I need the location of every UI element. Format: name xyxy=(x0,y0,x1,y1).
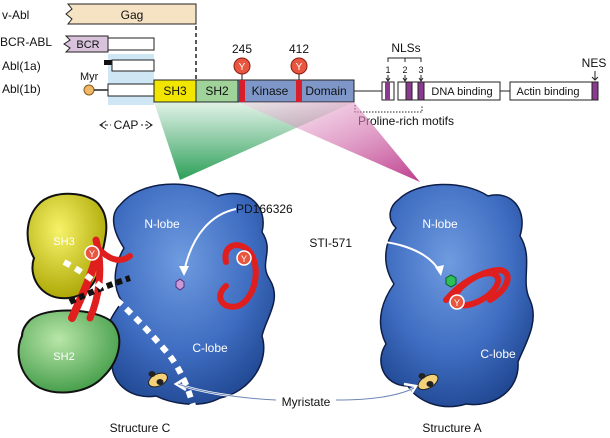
y245-badge xyxy=(233,57,251,75)
loop-y-badge-a xyxy=(449,294,465,310)
loop-y-badge-c xyxy=(236,250,252,266)
myristate-arrow-a-outline xyxy=(335,387,415,401)
cap-label-bg xyxy=(111,117,141,132)
nls-2-number: 2 xyxy=(402,65,407,75)
c-block-3 xyxy=(411,81,419,101)
sh3-domain-label: SH3 xyxy=(53,236,74,248)
myr-label: Myr xyxy=(80,71,99,83)
y412-number: 412 xyxy=(289,42,309,56)
gag-segment xyxy=(65,3,197,25)
row-label-abl-1b: Abl(1b) xyxy=(2,82,41,96)
y245-marker xyxy=(239,80,245,102)
abl-1b-n-segment xyxy=(107,83,155,97)
nes-arrow xyxy=(591,71,599,81)
bcr-label: BCR xyxy=(76,39,99,51)
y245-number: 245 xyxy=(232,42,252,56)
y412-badge xyxy=(290,57,308,75)
proline-bracket xyxy=(354,105,423,113)
y245-badge-label: Y xyxy=(239,62,246,73)
white-dashed-connector xyxy=(62,259,197,411)
linker-y-label: Y xyxy=(89,249,95,259)
bcr-abl-tail xyxy=(107,37,155,51)
nls-2-arrow xyxy=(402,75,408,82)
sh3-segment-label: SH3 xyxy=(163,84,187,98)
nls-2-segment xyxy=(405,81,413,101)
myristate-arrow-c-outline xyxy=(177,383,277,401)
pink-projection xyxy=(238,102,420,182)
y412-marker xyxy=(296,80,302,102)
nls-1-arrow xyxy=(385,75,391,82)
nls-1-segment xyxy=(385,82,390,100)
c-block-2 xyxy=(397,81,407,101)
myristate-label: Myristate xyxy=(282,395,331,409)
pd166326-label: PD166326 xyxy=(236,202,293,216)
myristate-arrowhead-a xyxy=(403,382,419,397)
sti571-ligand xyxy=(445,274,457,288)
linker-to-kinase xyxy=(97,247,133,263)
cap-label: CAP xyxy=(114,118,139,132)
nlss-label: NLSs xyxy=(391,41,420,55)
loop-y-label-c: Y xyxy=(241,254,247,264)
sh3-domain xyxy=(26,192,108,300)
gag-label: Gag xyxy=(121,8,144,22)
abl-1a-exon xyxy=(104,60,112,65)
loop-y-label-a: Y xyxy=(454,298,460,308)
cap-arrow-right xyxy=(145,120,153,130)
nls-1-number: 1 xyxy=(385,65,390,75)
kinase-lobe-c xyxy=(104,183,276,405)
pd-arrow-head xyxy=(179,266,189,276)
sh2-domain xyxy=(17,309,121,394)
pd166326-ligand xyxy=(175,278,185,291)
myristoyl-dot xyxy=(83,84,95,96)
y412-badge-label: Y xyxy=(296,62,303,73)
row-label-v-abl: v-Abl xyxy=(2,8,29,22)
domain-label: Domain xyxy=(305,84,346,98)
n-lobe-label-c: N-lobe xyxy=(144,217,180,231)
c-lobe-label-c: C-lobe xyxy=(192,341,228,355)
pd-arrow-line xyxy=(183,208,237,273)
activation-loop-c xyxy=(217,242,259,310)
proline-rich-label: Proline-rich motifs xyxy=(358,114,454,128)
myristate-a xyxy=(417,373,439,391)
myristate-c xyxy=(148,371,168,388)
n-lobe-label-a: N-lobe xyxy=(422,217,458,231)
sti-arrow-head xyxy=(435,265,444,276)
abl-1a-segment xyxy=(111,59,155,72)
nes-segment xyxy=(591,81,599,101)
kinase-label: Kinase xyxy=(252,84,289,98)
nls-3-segment xyxy=(417,81,425,101)
dna-binding-label: DNA binding xyxy=(431,86,492,98)
sti-arrow-line xyxy=(355,240,441,273)
cap-arrow-left xyxy=(99,120,107,130)
sh2-domain-label: SH2 xyxy=(53,351,74,363)
nes-label: NES xyxy=(582,56,607,70)
sti571-label: STI-571 xyxy=(309,236,352,250)
nls-3-number: 3 xyxy=(418,65,423,75)
row-label-abl-1a: Abl(1a) xyxy=(2,59,41,73)
structure-a-label: Structure A xyxy=(422,421,481,435)
nls-3-arrow xyxy=(418,75,424,82)
structure-c-label: Structure C xyxy=(110,421,171,435)
row-label-bcr-abl: BCR-ABL xyxy=(0,35,52,49)
sh2-segment-label: SH2 xyxy=(205,84,229,98)
c-lobe-label-a: C-lobe xyxy=(480,347,516,361)
actin-binding-label: Actin binding xyxy=(517,86,580,98)
myristate-arrowhead-c xyxy=(173,376,187,392)
linker-y-badge xyxy=(84,245,100,261)
